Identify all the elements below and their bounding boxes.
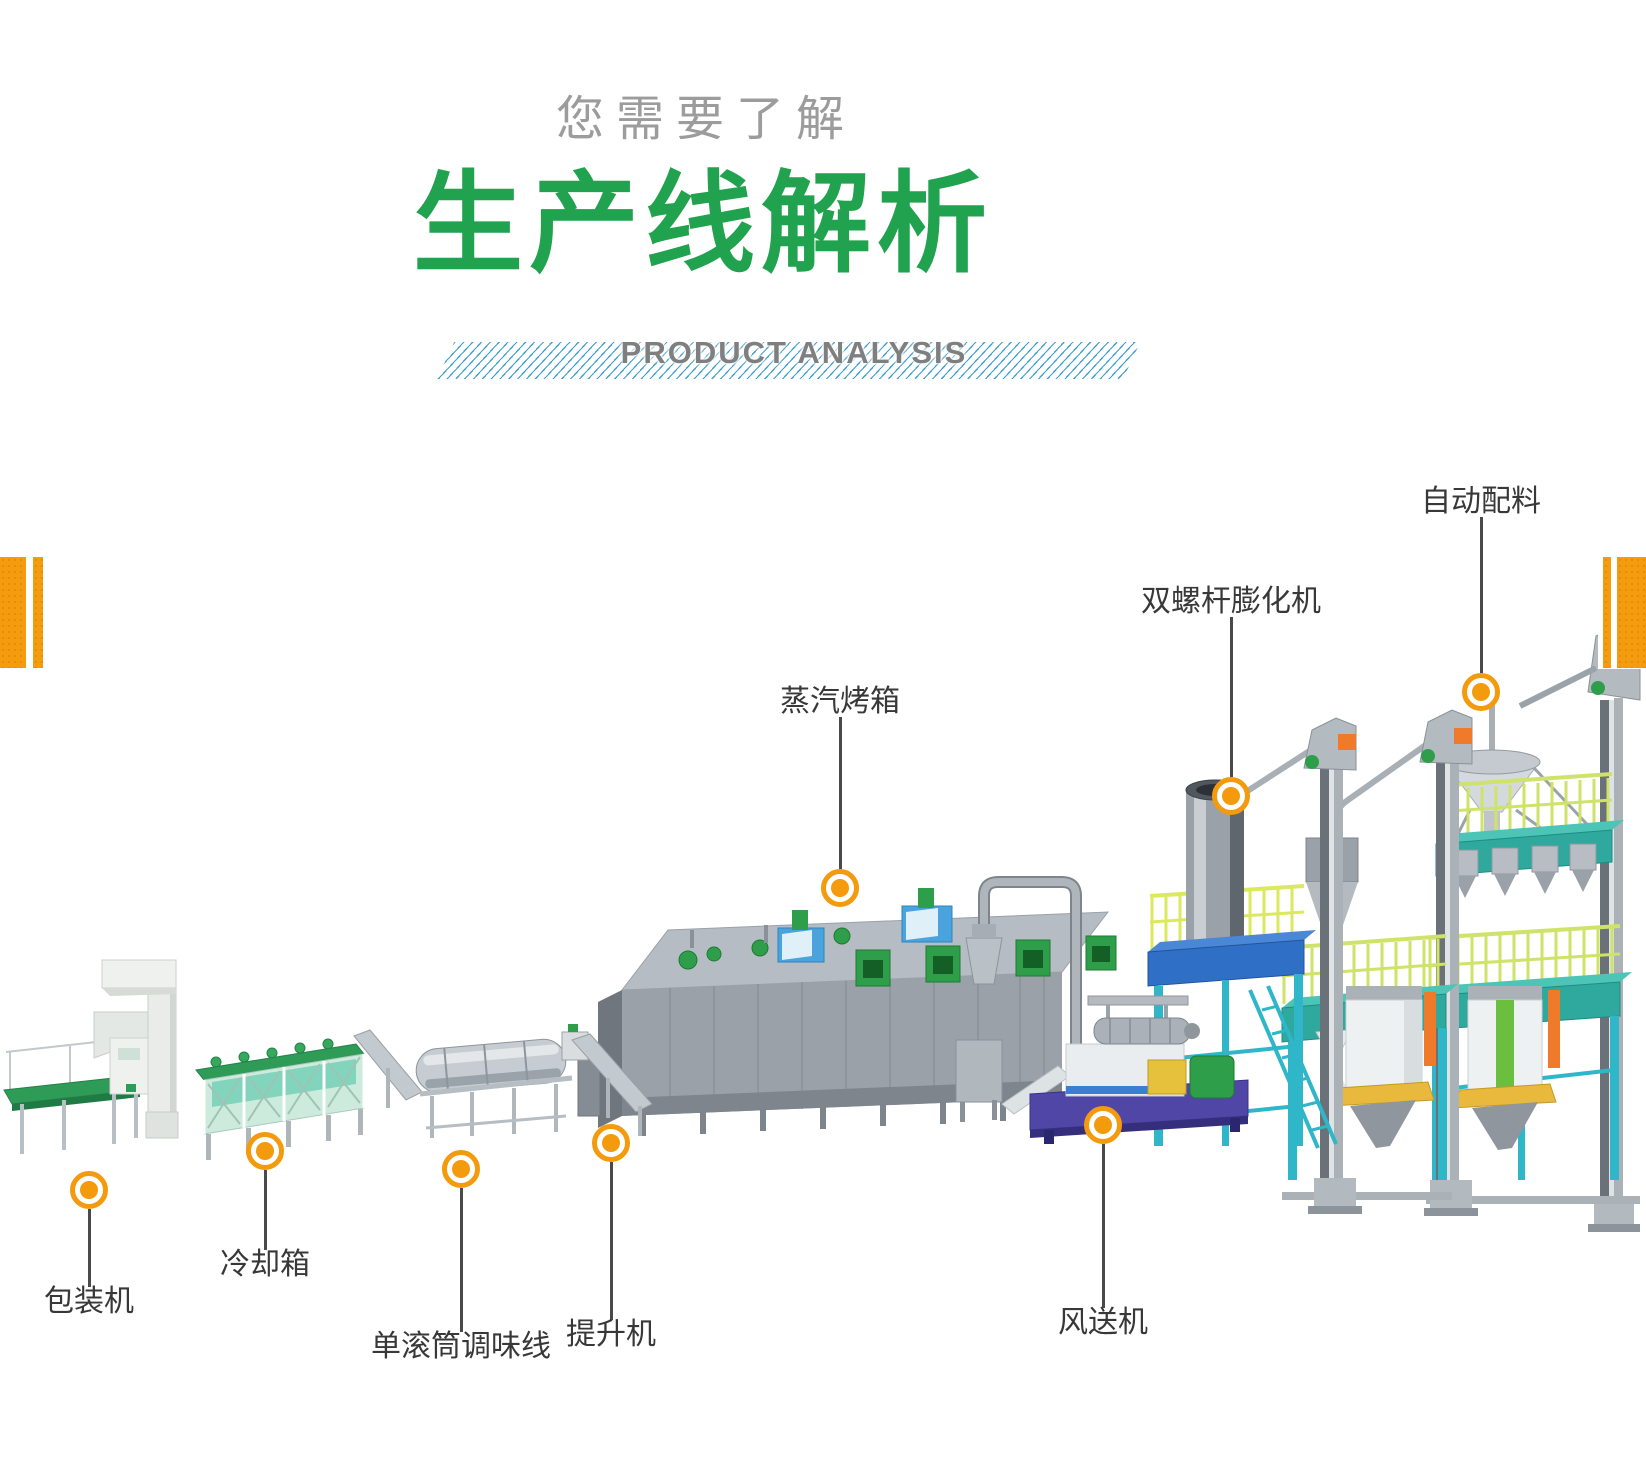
marker-icon bbox=[592, 1124, 630, 1162]
right-accent-bar-wide bbox=[1617, 557, 1646, 668]
callout-line bbox=[609, 1162, 613, 1320]
marker-icon bbox=[70, 1171, 108, 1209]
callout-line bbox=[263, 1170, 267, 1250]
wind-conveyor-graphic bbox=[955, 876, 1189, 1122]
left-accent-bar-narrow bbox=[33, 557, 43, 668]
cooling-box-graphic bbox=[195, 1038, 366, 1160]
marker-icon bbox=[246, 1132, 284, 1170]
left-accent-bar-wide bbox=[0, 557, 26, 668]
callout-label: 双螺杆膨化机 bbox=[1141, 585, 1321, 618]
right-accent-bar-narrow bbox=[1603, 557, 1611, 668]
callout-elevator: 提升机 bbox=[566, 1124, 656, 1350]
callout-wind-conveyor: 风送机 bbox=[1058, 1106, 1148, 1338]
callout-line bbox=[1479, 517, 1483, 673]
callout-line bbox=[838, 717, 842, 869]
callout-line bbox=[1229, 617, 1233, 777]
bucket-elevator-middle-graphic bbox=[1333, 709, 1478, 1216]
page-title: 生产线解析 bbox=[413, 163, 993, 286]
auto-batching-tower-graphic bbox=[1425, 693, 1640, 1204]
callout-auto-batching: 自动配料 bbox=[1421, 487, 1541, 711]
callout-label: 蒸汽烤箱 bbox=[780, 685, 900, 718]
callout-label: 风送机 bbox=[1058, 1306, 1148, 1339]
callout-label: 单滚筒调味线 bbox=[371, 1330, 551, 1363]
marker-icon bbox=[821, 869, 859, 907]
callout-line bbox=[459, 1188, 463, 1332]
callout-line bbox=[1101, 1144, 1105, 1308]
callout-label: 冷却箱 bbox=[220, 1248, 310, 1281]
marker-icon bbox=[1212, 777, 1250, 815]
callout-drum-seasoning-line: 单滚筒调味线 bbox=[371, 1150, 551, 1362]
callout-label: 自动配料 bbox=[1421, 485, 1541, 518]
marker-icon bbox=[1462, 673, 1500, 711]
middle-tower-graphic bbox=[1281, 837, 1458, 1200]
marker-icon bbox=[1084, 1106, 1122, 1144]
marker-icon bbox=[442, 1150, 480, 1188]
callout-label: 提升机 bbox=[566, 1318, 656, 1351]
drum-seasoning-graphic bbox=[415, 1024, 589, 1138]
eyebrow-text: 您需要了解 bbox=[555, 93, 856, 146]
bucket-elevator-left-graphic bbox=[1244, 717, 1362, 1214]
elevator-incline-graphic bbox=[571, 1033, 653, 1136]
callout-steam-oven: 蒸汽烤箱 bbox=[780, 687, 900, 907]
callout-packaging-machine: 包装机 bbox=[44, 1171, 134, 1317]
callout-cooling-box: 冷却箱 bbox=[220, 1132, 310, 1280]
header: 您需要了解 生产线解析 bbox=[0, 0, 1400, 284]
extruder-platform-graphic bbox=[1147, 779, 1338, 1149]
callout-label: 包装机 bbox=[44, 1285, 134, 1318]
packaging-machine-graphic bbox=[3, 959, 179, 1154]
callout-twin-screw-extruder: 双螺杆膨化机 bbox=[1141, 587, 1321, 815]
callout-line bbox=[87, 1209, 91, 1287]
subtitle-text: PRODUCT ANALYSIS bbox=[620, 335, 968, 370]
